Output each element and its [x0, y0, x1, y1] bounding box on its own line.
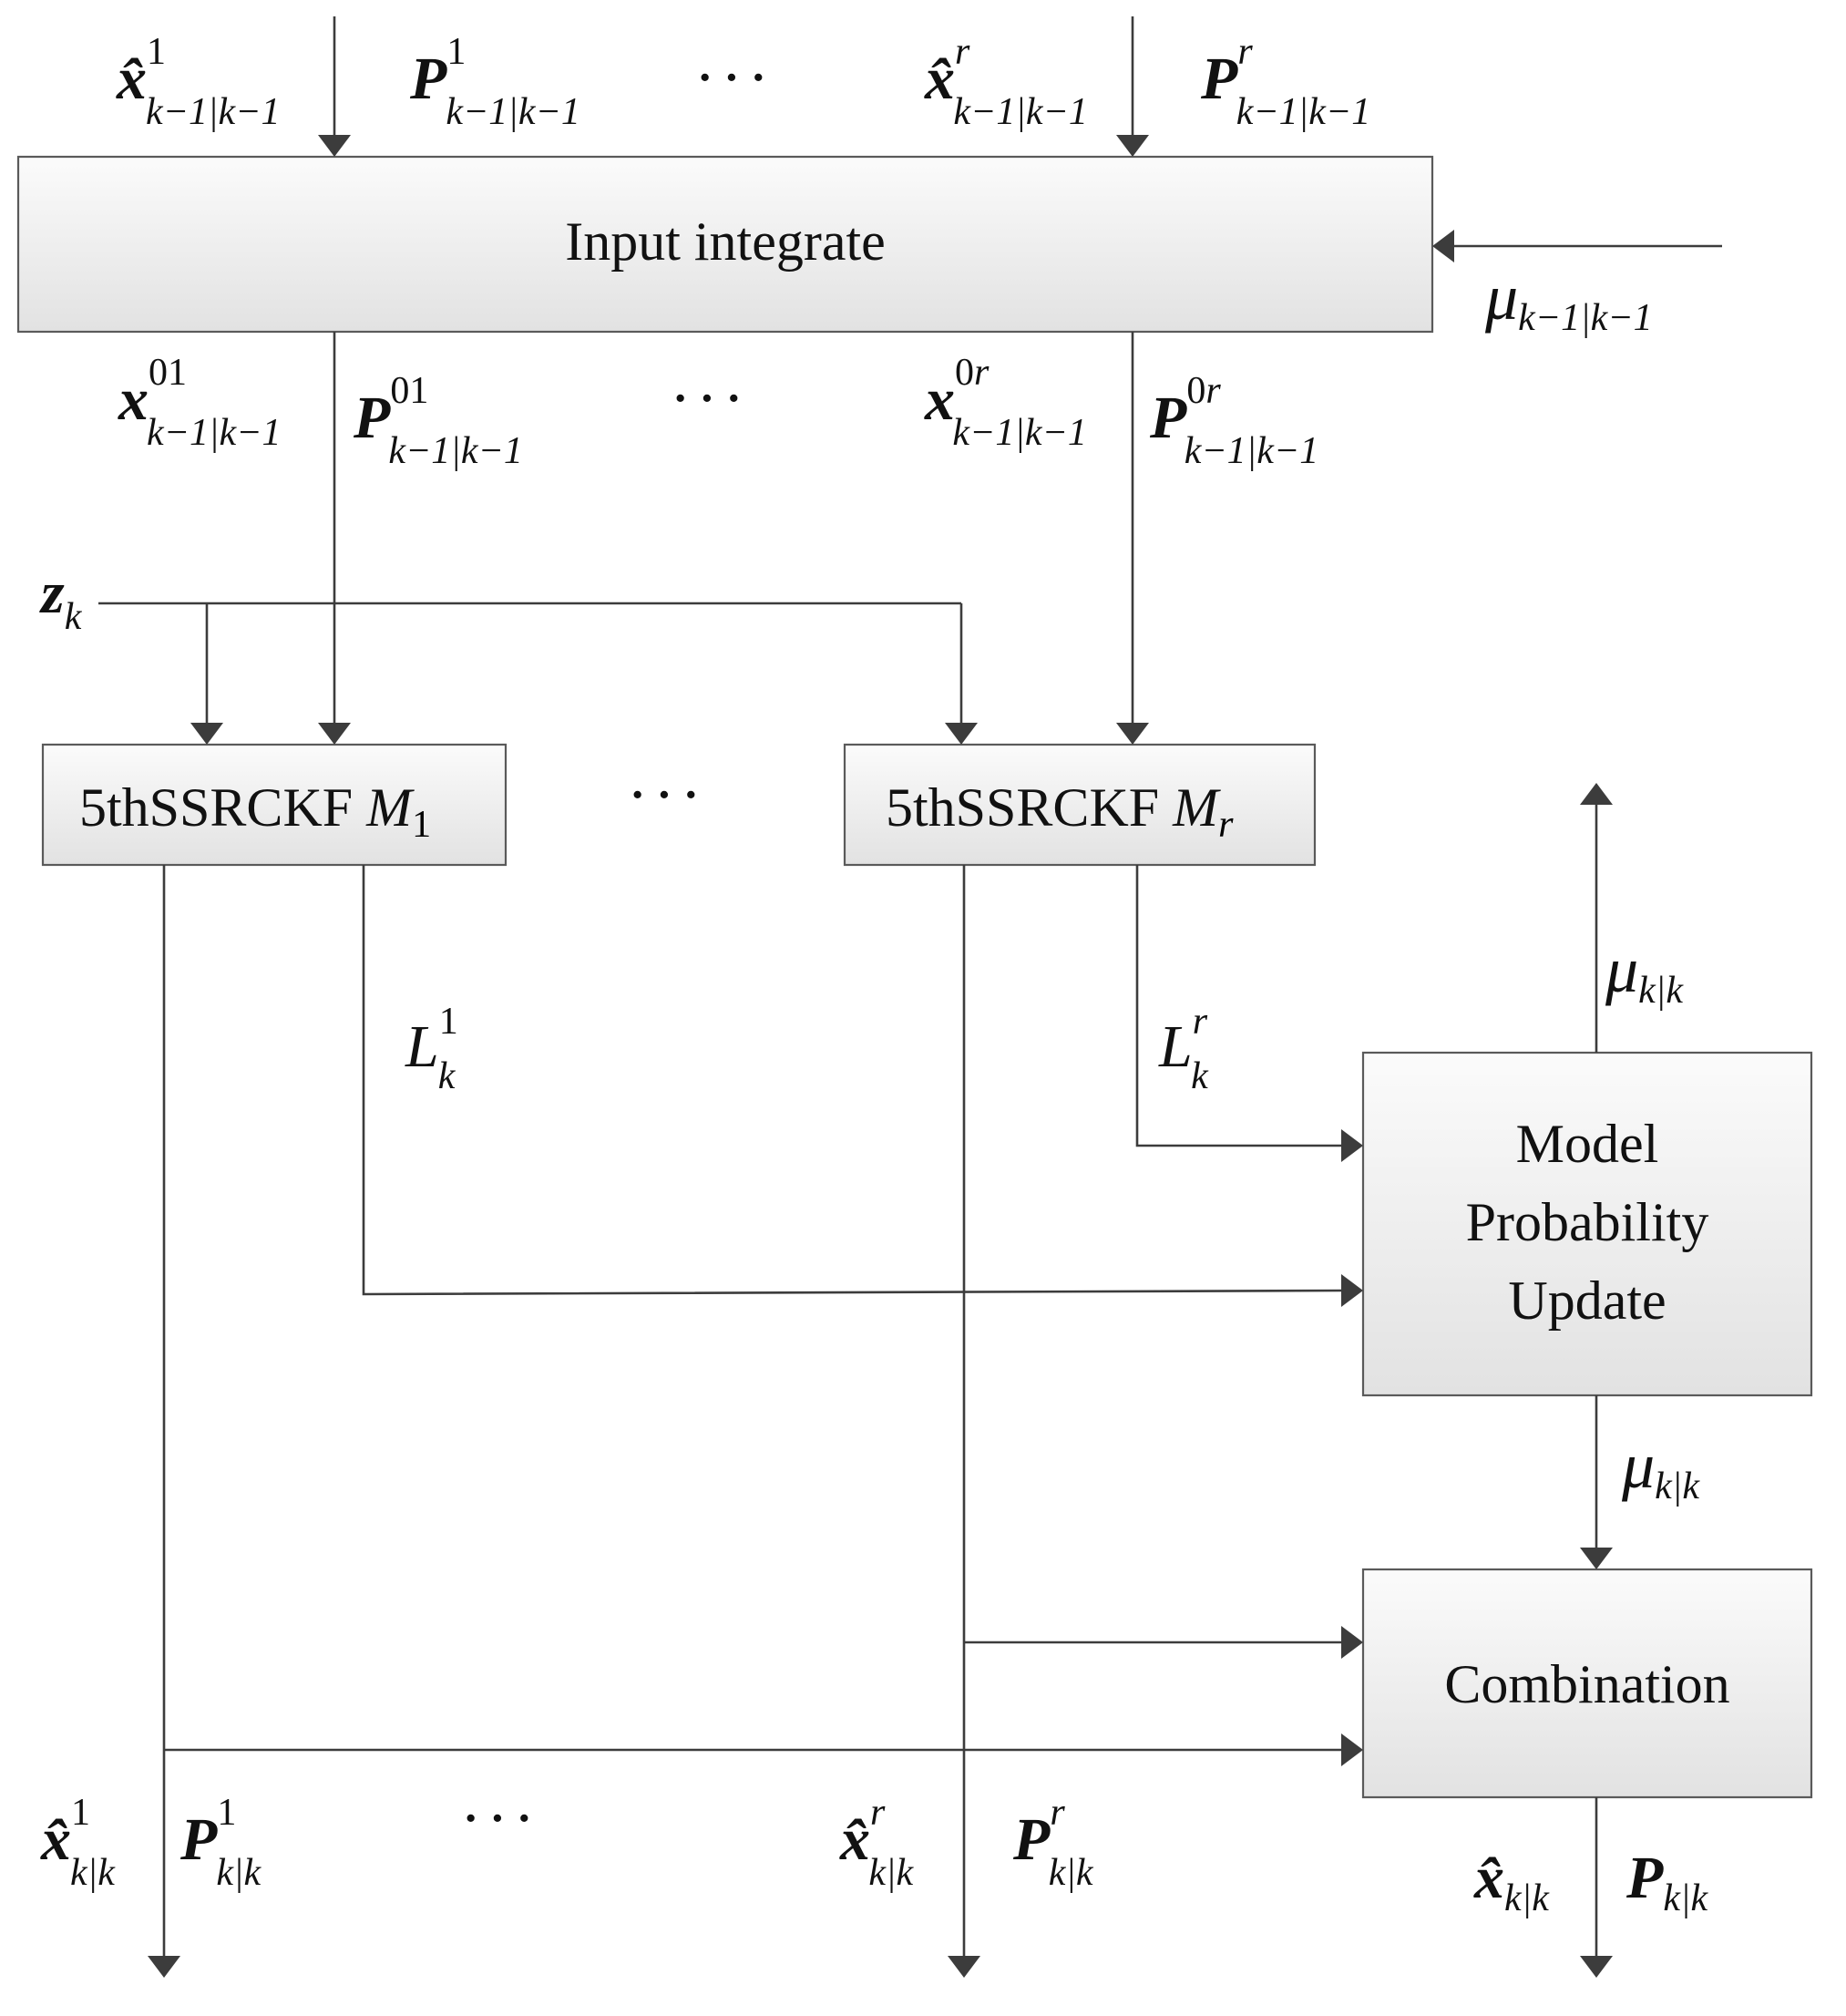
mpu-line-3: Update	[1508, 1270, 1666, 1331]
combination-box	[1361, 1568, 1813, 1799]
likelihood-1-arrow	[1341, 1274, 1363, 1307]
filter-r-to-combination-arrow	[1341, 1626, 1363, 1659]
label-P-combined: Pk|k	[1626, 1845, 1709, 1919]
measurement-to-filter-r-arrow	[945, 723, 978, 745]
model-probability-update-block: Model Probability Update	[1361, 1051, 1813, 1397]
filter-r-label: 5thSSRCKF Mr	[886, 777, 1234, 846]
ellipsis-top: ···	[694, 43, 774, 113]
label-xhat-combined: x̂k|k	[1473, 1845, 1550, 1919]
ellipsis-bottom: ···	[460, 1784, 540, 1854]
filter-1-index: 1	[412, 804, 431, 846]
combined-output-arrow	[1580, 1956, 1613, 1978]
filter-r-state-output-arrow	[948, 1956, 980, 1978]
filter-r-name: 5thSSRCKF	[886, 777, 1173, 838]
label-mu-feedback: μk|k	[1605, 933, 1684, 1012]
mu-to-combination-arrow	[1580, 1548, 1613, 1569]
mixed-1-arrow	[318, 723, 351, 745]
connectors	[98, 16, 1722, 1978]
filter-block-1: 5thSSRCKF M1	[41, 743, 508, 867]
filter-1-to-combination-arrow	[1341, 1733, 1363, 1766]
ellipsis-filters: ···	[627, 760, 707, 830]
filter-r-box	[843, 743, 1317, 867]
filter-1-name: 5thSSRCKF	[79, 777, 366, 838]
filter-1-box	[41, 743, 508, 867]
measurement-to-filter-1-arrow	[190, 723, 223, 745]
model-probability-update-box	[1361, 1051, 1813, 1397]
input-r-arrow	[1116, 135, 1149, 157]
input-integrate-box	[16, 155, 1434, 334]
label-mu-prev: μk−1|k−1	[1484, 261, 1653, 339]
likelihood-r-line	[1135, 865, 1347, 1147]
filter-1-model: M	[365, 777, 415, 838]
input-integrate-block: Input integrate	[16, 155, 1434, 334]
mpu-line-1: Model	[1516, 1114, 1659, 1174]
mixed-r-arrow	[1116, 723, 1149, 745]
filter-1-label: 5thSSRCKF M1	[79, 777, 431, 846]
likelihood-r-arrow	[1341, 1129, 1363, 1162]
combination-label: Combination	[1444, 1654, 1729, 1714]
ellipsis-mixed: ···	[670, 364, 750, 434]
combination-block: Combination	[1361, 1568, 1813, 1799]
likelihood-1-line	[362, 865, 1348, 1296]
filter-r-model: M	[1172, 777, 1221, 838]
mu-feedback-arrow	[1580, 783, 1613, 805]
input-1-arrow	[318, 135, 351, 157]
filter-r-index: r	[1218, 804, 1234, 846]
label-mu-combination: μk|k	[1621, 1429, 1700, 1507]
mu-prev-arrow	[1432, 230, 1454, 262]
input-integrate-label: Input integrate	[565, 211, 886, 272]
filter-block-r: 5thSSRCKF Mr	[843, 743, 1317, 867]
mpu-line-2: Probability	[1466, 1192, 1709, 1252]
label-z-k: zk	[39, 560, 83, 638]
filter-1-state-output-arrow	[148, 1956, 180, 1978]
